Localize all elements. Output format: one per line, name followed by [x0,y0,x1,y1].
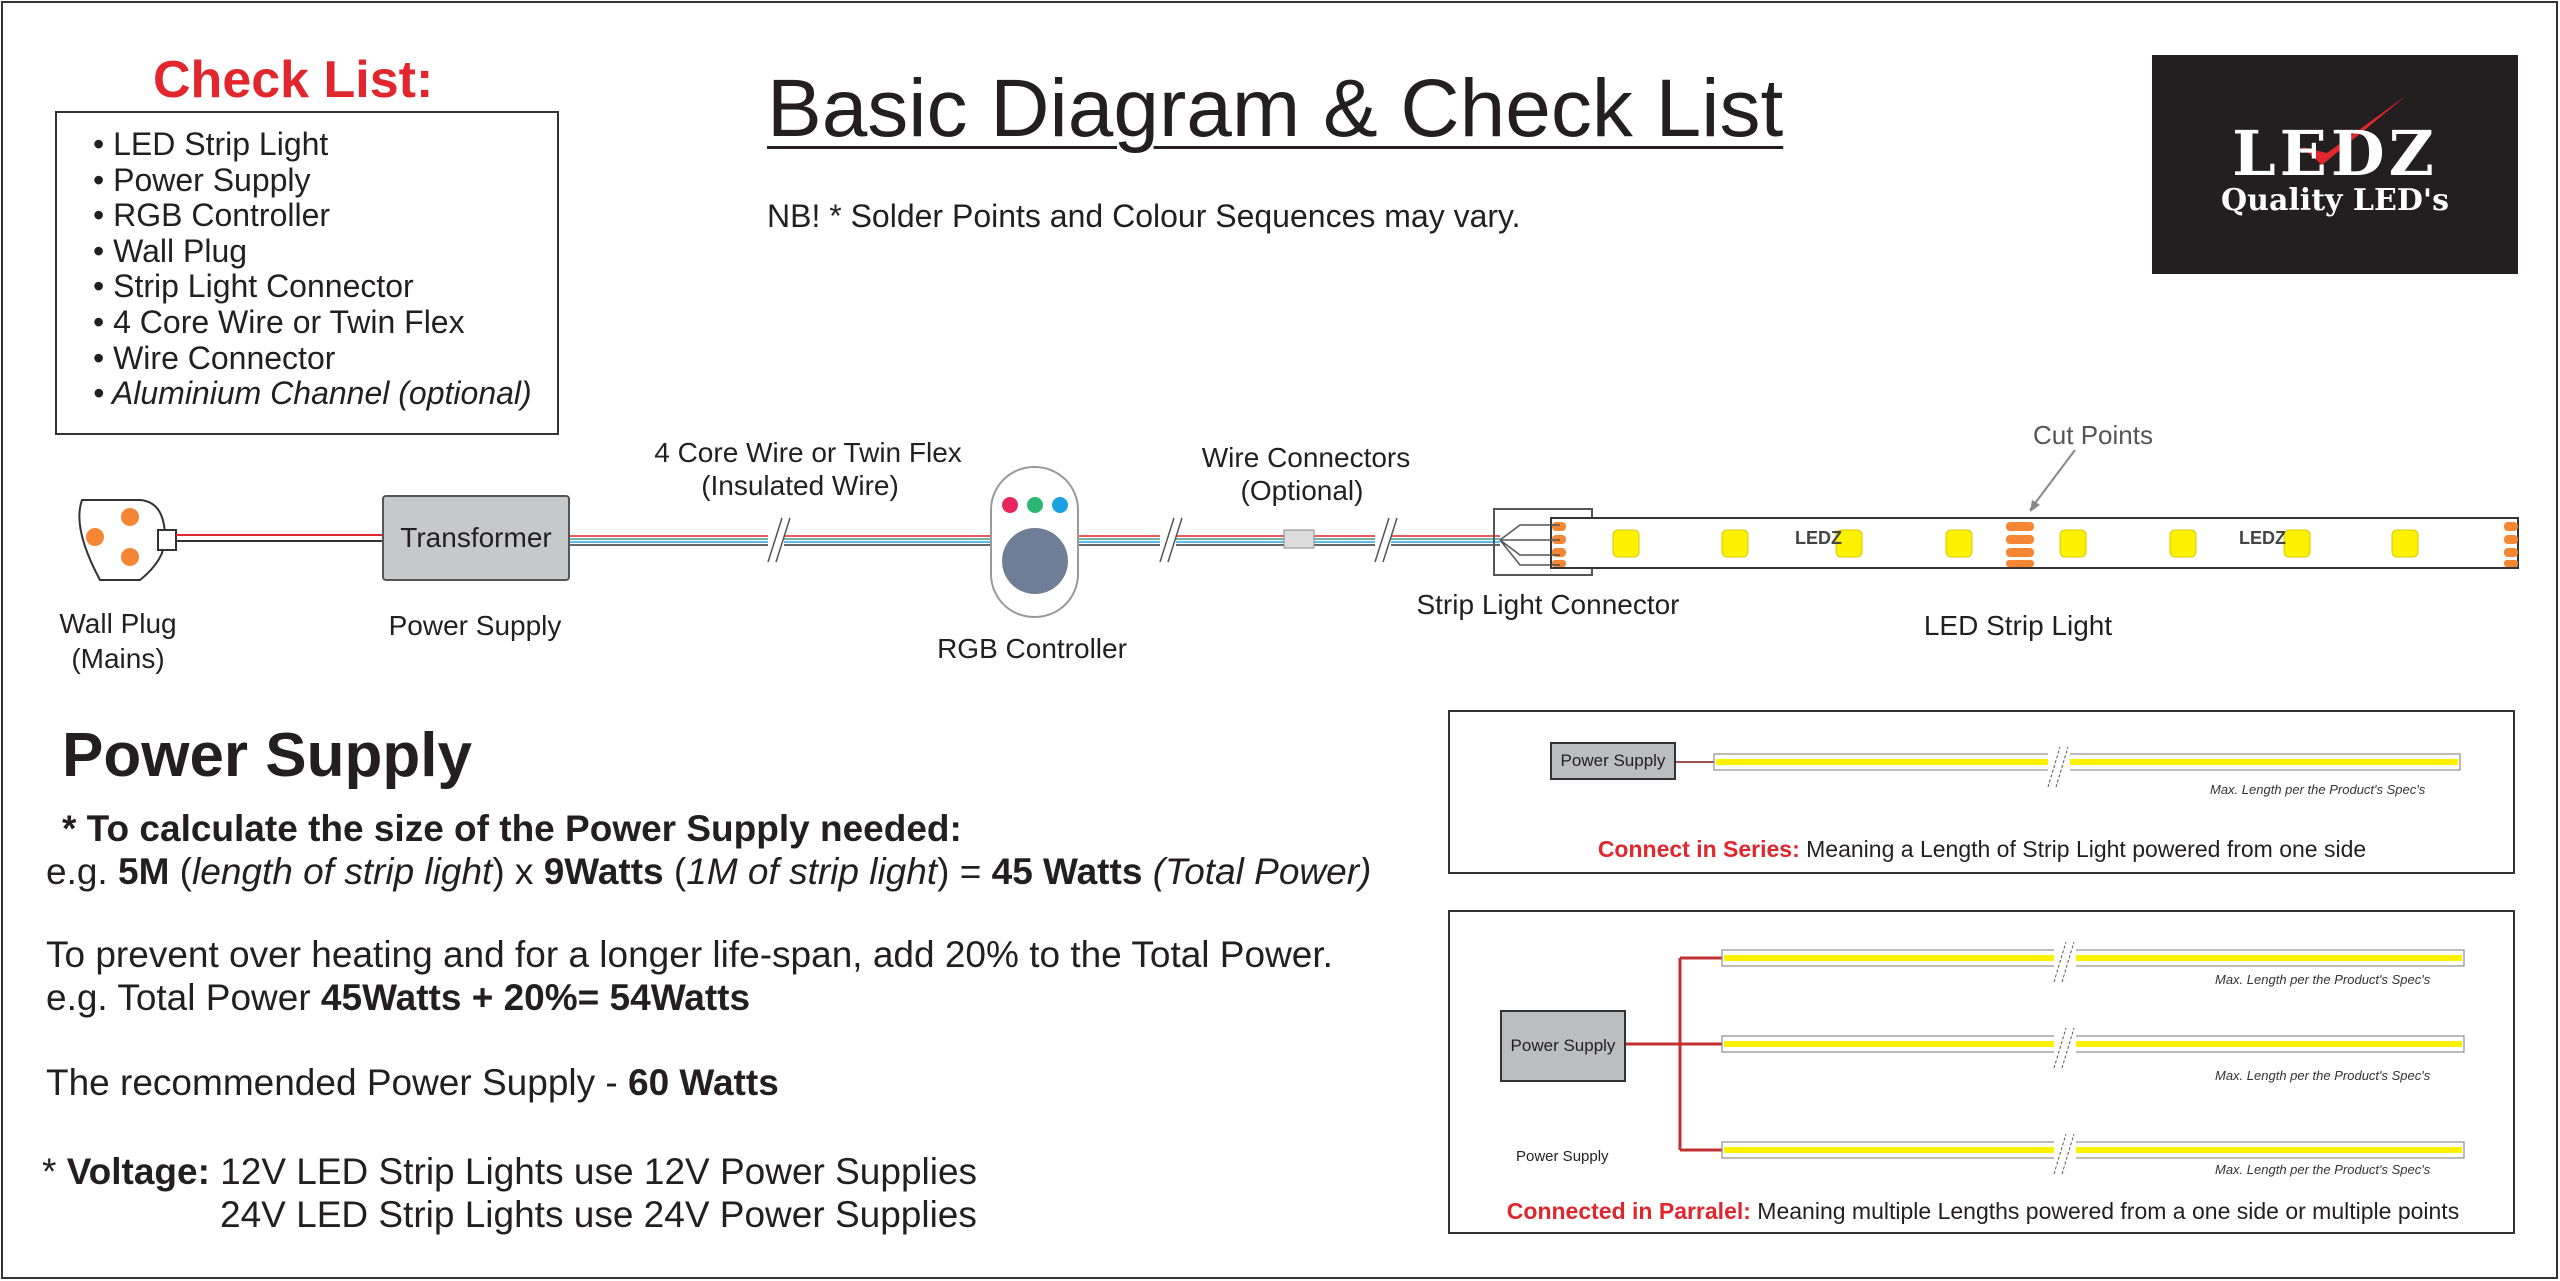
parallel-spec-note: Max. Length per the Product's Spec's [2215,972,2431,987]
checklist-title: Check List: [153,51,434,109]
voltage-line1: * Voltage: 12V LED Strip Lights use 12V … [42,1151,978,1192]
series-caption: Connect in Series: Meaning a Length of S… [1597,836,2367,862]
cut-points-label: Cut Points [2033,420,2153,450]
wiring-diagram [78,449,2519,618]
wire-connectors-label: Wire Connectors [1201,442,1411,473]
led-strip-label: LED Strip Light [1923,610,2113,641]
checklist-item: • Aluminium Channel (optional) [93,375,532,412]
wall-plug-label: Wall Plug [59,608,177,639]
note: NB! * Solder Points and Colour Sequences… [767,198,1521,234]
parallel-spec-note: Max. Length per the Product's Spec's [2215,1068,2431,1083]
led-strip [1499,517,2519,569]
wire-label: 4 Core Wire or Twin Flex [654,437,962,468]
wire-connector-icon [1283,529,1315,549]
strip-brand-label: LEDZ [1795,528,1842,548]
total-example: e.g. Total Power 45Watts + 20%= 54Watts [46,977,751,1018]
series-power-supply: Power Supply [1550,742,1676,780]
prevent-text: To prevent over heating and for a longer… [46,934,1333,975]
strip-brand-label: LEDZ [2239,528,2286,548]
checklist-item: • 4 Core Wire or Twin Flex [93,303,465,340]
logo-brand: LEDZ [2232,117,2438,190]
calc-title: * To calculate the size of the Power Sup… [62,808,962,849]
wire-sublabel: (Insulated Wire) [701,470,899,501]
checklist-item: • Strip Light Connector [93,268,414,305]
series-strip [1676,746,2461,788]
voltage-line2: 24V LED Strip Lights use 24V Power Suppl… [220,1194,977,1235]
power-supply-label: Power Supply [388,610,562,641]
calc-example: e.g. 5M (length of strip light) x 9Watts… [46,851,1372,892]
checklist-item: • Wire Connector [93,339,336,376]
power-supply-heading: Power Supply [62,721,472,790]
cut-points-arrow [2029,449,2076,511]
parallel-diagram: Power Supply Max. Length per the Product… [1448,910,2515,1234]
rgb-controller-label: RGB Controller [937,633,1127,664]
parallel-caption: Connected in Parralel: Meaning multiple … [1506,1198,2460,1224]
parallel-spec-note: Max. Length per the Product's Spec's [2215,1162,2431,1177]
checklist-item: • RGB Controller [93,197,331,234]
logo-tagline: Quality LED's [2221,183,2449,218]
parallel-ps-label: Power Supply [1516,1148,1609,1165]
parallel-power-supply: Power Supply [1500,1010,1626,1082]
checklist-box: • LED Strip Light • Power Supply • RGB C… [55,111,559,435]
series-spec-note: Max. Length per the Product's Spec's [2210,782,2426,797]
parallel-strips [1626,941,2465,1175]
wall-plug-icon [78,499,177,581]
wall-plug-sublabel: (Mains) [71,643,165,674]
transformer-box: Transformer [382,495,570,581]
checklist-item: • Wall Plug [93,232,248,269]
wire-connectors-sublabel: (Optional) [1240,475,1364,506]
checklist-item: • LED Strip Light [93,126,329,162]
wire-break-icons [767,517,1398,563]
checklist-item: • Power Supply [93,161,311,198]
series-diagram: Power Supply Max. Length per the Product… [1448,710,2515,874]
logo: LEDZ Quality LED's [2152,55,2518,274]
recommended: The recommended Power Supply - 60 Watts [46,1062,779,1103]
rgb-controller-icon [990,466,1079,618]
strip-connector-label: Strip Light Connector [1416,589,1680,620]
page-title: Basic Diagram & Check List [767,63,1784,154]
